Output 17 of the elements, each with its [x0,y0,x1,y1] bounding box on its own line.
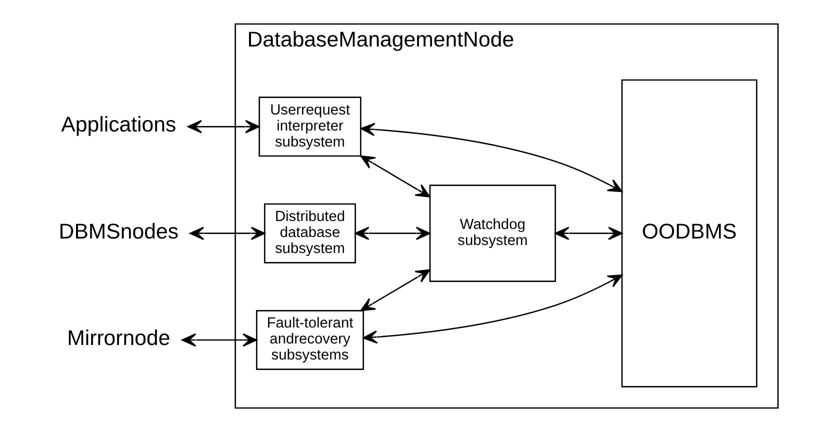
node-text: Applications [60,112,176,137]
arrow [554,226,622,240]
arrow [362,274,622,344]
arrow [354,226,430,240]
node-box: Fault-tolerant andrecovery subsystems [256,310,364,370]
arrow [360,269,430,312]
node-text: Mirrornode [66,326,170,350]
node-box: Userrequest interpreter subsystem [258,96,361,157]
arrow [186,120,260,134]
arrow [360,122,622,192]
arrow [181,333,257,347]
node-box: Watchdog subsystem [428,184,556,282]
arrow [360,155,430,198]
node-box: Distributed database subsystem [264,203,356,264]
node-text: DBMSnodes [58,219,178,244]
arrow [189,226,265,240]
node-box: OODBMS [620,79,757,388]
